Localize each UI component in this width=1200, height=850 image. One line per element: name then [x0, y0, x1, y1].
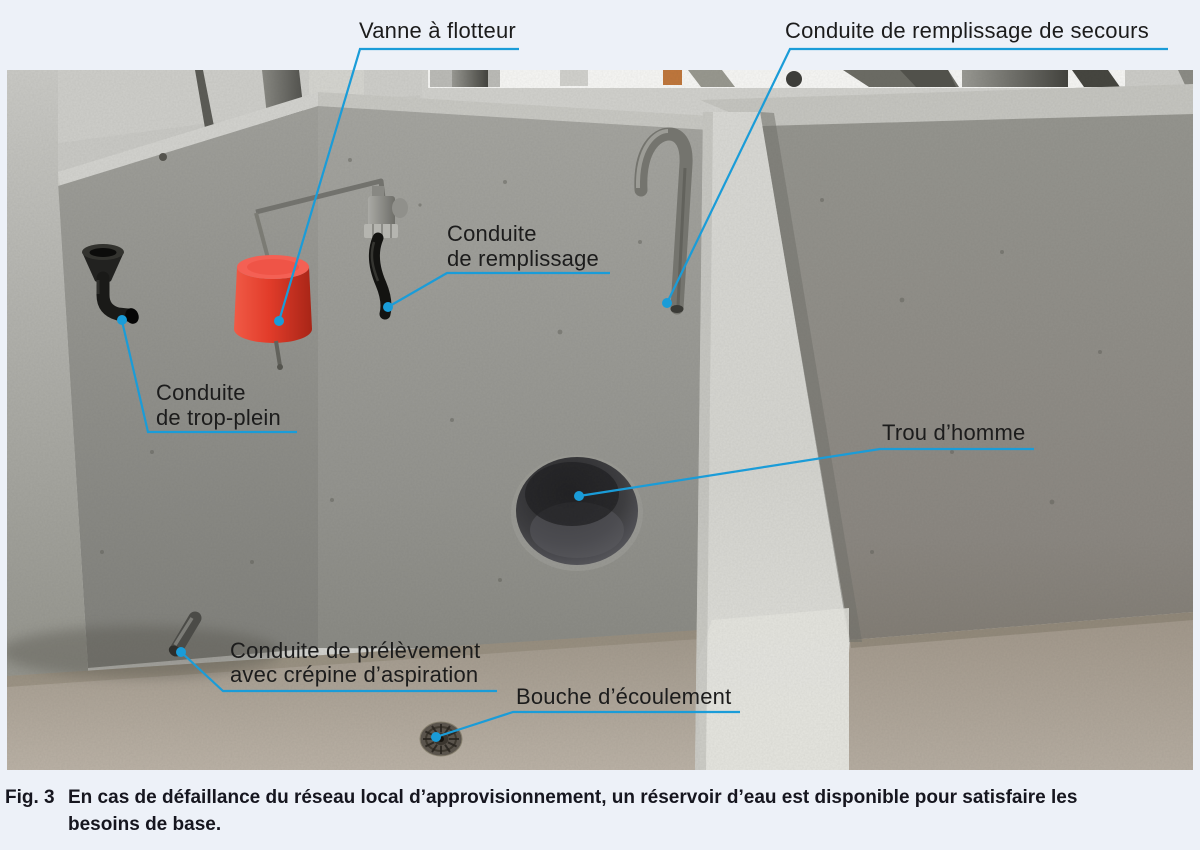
- label-trou-homme: Trou d’homme: [882, 420, 1025, 445]
- label-text: avec crépine d’aspiration: [230, 662, 479, 687]
- label-text: Conduite: [156, 380, 246, 405]
- leader-line-prelevement: [180, 651, 497, 693]
- label-text: Vanne à flotteur: [359, 18, 516, 43]
- concrete-speckles: [100, 158, 1102, 582]
- figure-caption-text: En cas de défaillance du réseau local d’…: [68, 784, 1077, 838]
- leader-line-remplissage: [387, 271, 610, 308]
- label-text: Conduite: [447, 221, 537, 246]
- leader-line-vanne: [277, 47, 519, 322]
- label-text: de remplissage: [447, 246, 599, 271]
- float-valve: [234, 178, 408, 370]
- leader-dot-secours: [662, 298, 672, 308]
- label-conduite-prelevement: Conduite de prélèvement avec crépine d’a…: [230, 639, 480, 687]
- figure-number: Fig. 3: [5, 787, 55, 808]
- fill-valve-body: [364, 186, 408, 238]
- label-text: Conduite de remplissage de secours: [785, 18, 1149, 43]
- label-conduite-trop-plein: Conduite de trop-plein: [156, 380, 281, 430]
- leader-line-trop-plein: [120, 320, 297, 434]
- caption-line: En cas de défaillance du réseau local d’…: [68, 787, 1078, 808]
- concrete-grain: [7, 70, 1193, 770]
- leader-dot-trop-plein: [117, 315, 127, 325]
- label-bouche-ecoulement: Bouche d’écoulement: [516, 684, 731, 709]
- leader-dot-vanne: [274, 316, 284, 326]
- label-conduite-remplissage-secours: Conduite de remplissage de secours: [785, 18, 1149, 43]
- leader-lines: [120, 47, 1168, 739]
- leader-dot-trou-homme: [574, 491, 584, 501]
- leader-dot-ecoulement: [431, 732, 441, 742]
- leader-line-ecoulement: [435, 710, 740, 739]
- label-text: Conduite de prélèvement: [230, 638, 481, 663]
- label-vanne-a-flotteur: Vanne à flotteur: [359, 18, 516, 43]
- emergency-fill-pipe: [634, 127, 693, 315]
- label-text: Bouche d’écoulement: [516, 684, 732, 709]
- label-text: de trop-plein: [156, 405, 281, 430]
- caption-line: besoins de base.: [68, 814, 222, 835]
- tank-photo: [7, 70, 1193, 770]
- label-conduite-remplissage: Conduite de remplissage: [447, 221, 599, 271]
- leader-line-secours: [666, 47, 1168, 304]
- float-rod: [254, 212, 271, 263]
- figure-caption: Fig. 3 En cas de défaillance du réseau l…: [5, 784, 1155, 838]
- floor-drain: [419, 721, 463, 757]
- overflow-funnel: [82, 244, 139, 324]
- leader-dot-prelevement: [176, 647, 186, 657]
- red-float: [234, 255, 312, 343]
- leader-line-trou-homme: [578, 447, 1034, 498]
- leader-dots: [117, 298, 672, 742]
- leader-dot-remplissage: [383, 302, 393, 312]
- label-text: Trou d’homme: [882, 420, 1026, 445]
